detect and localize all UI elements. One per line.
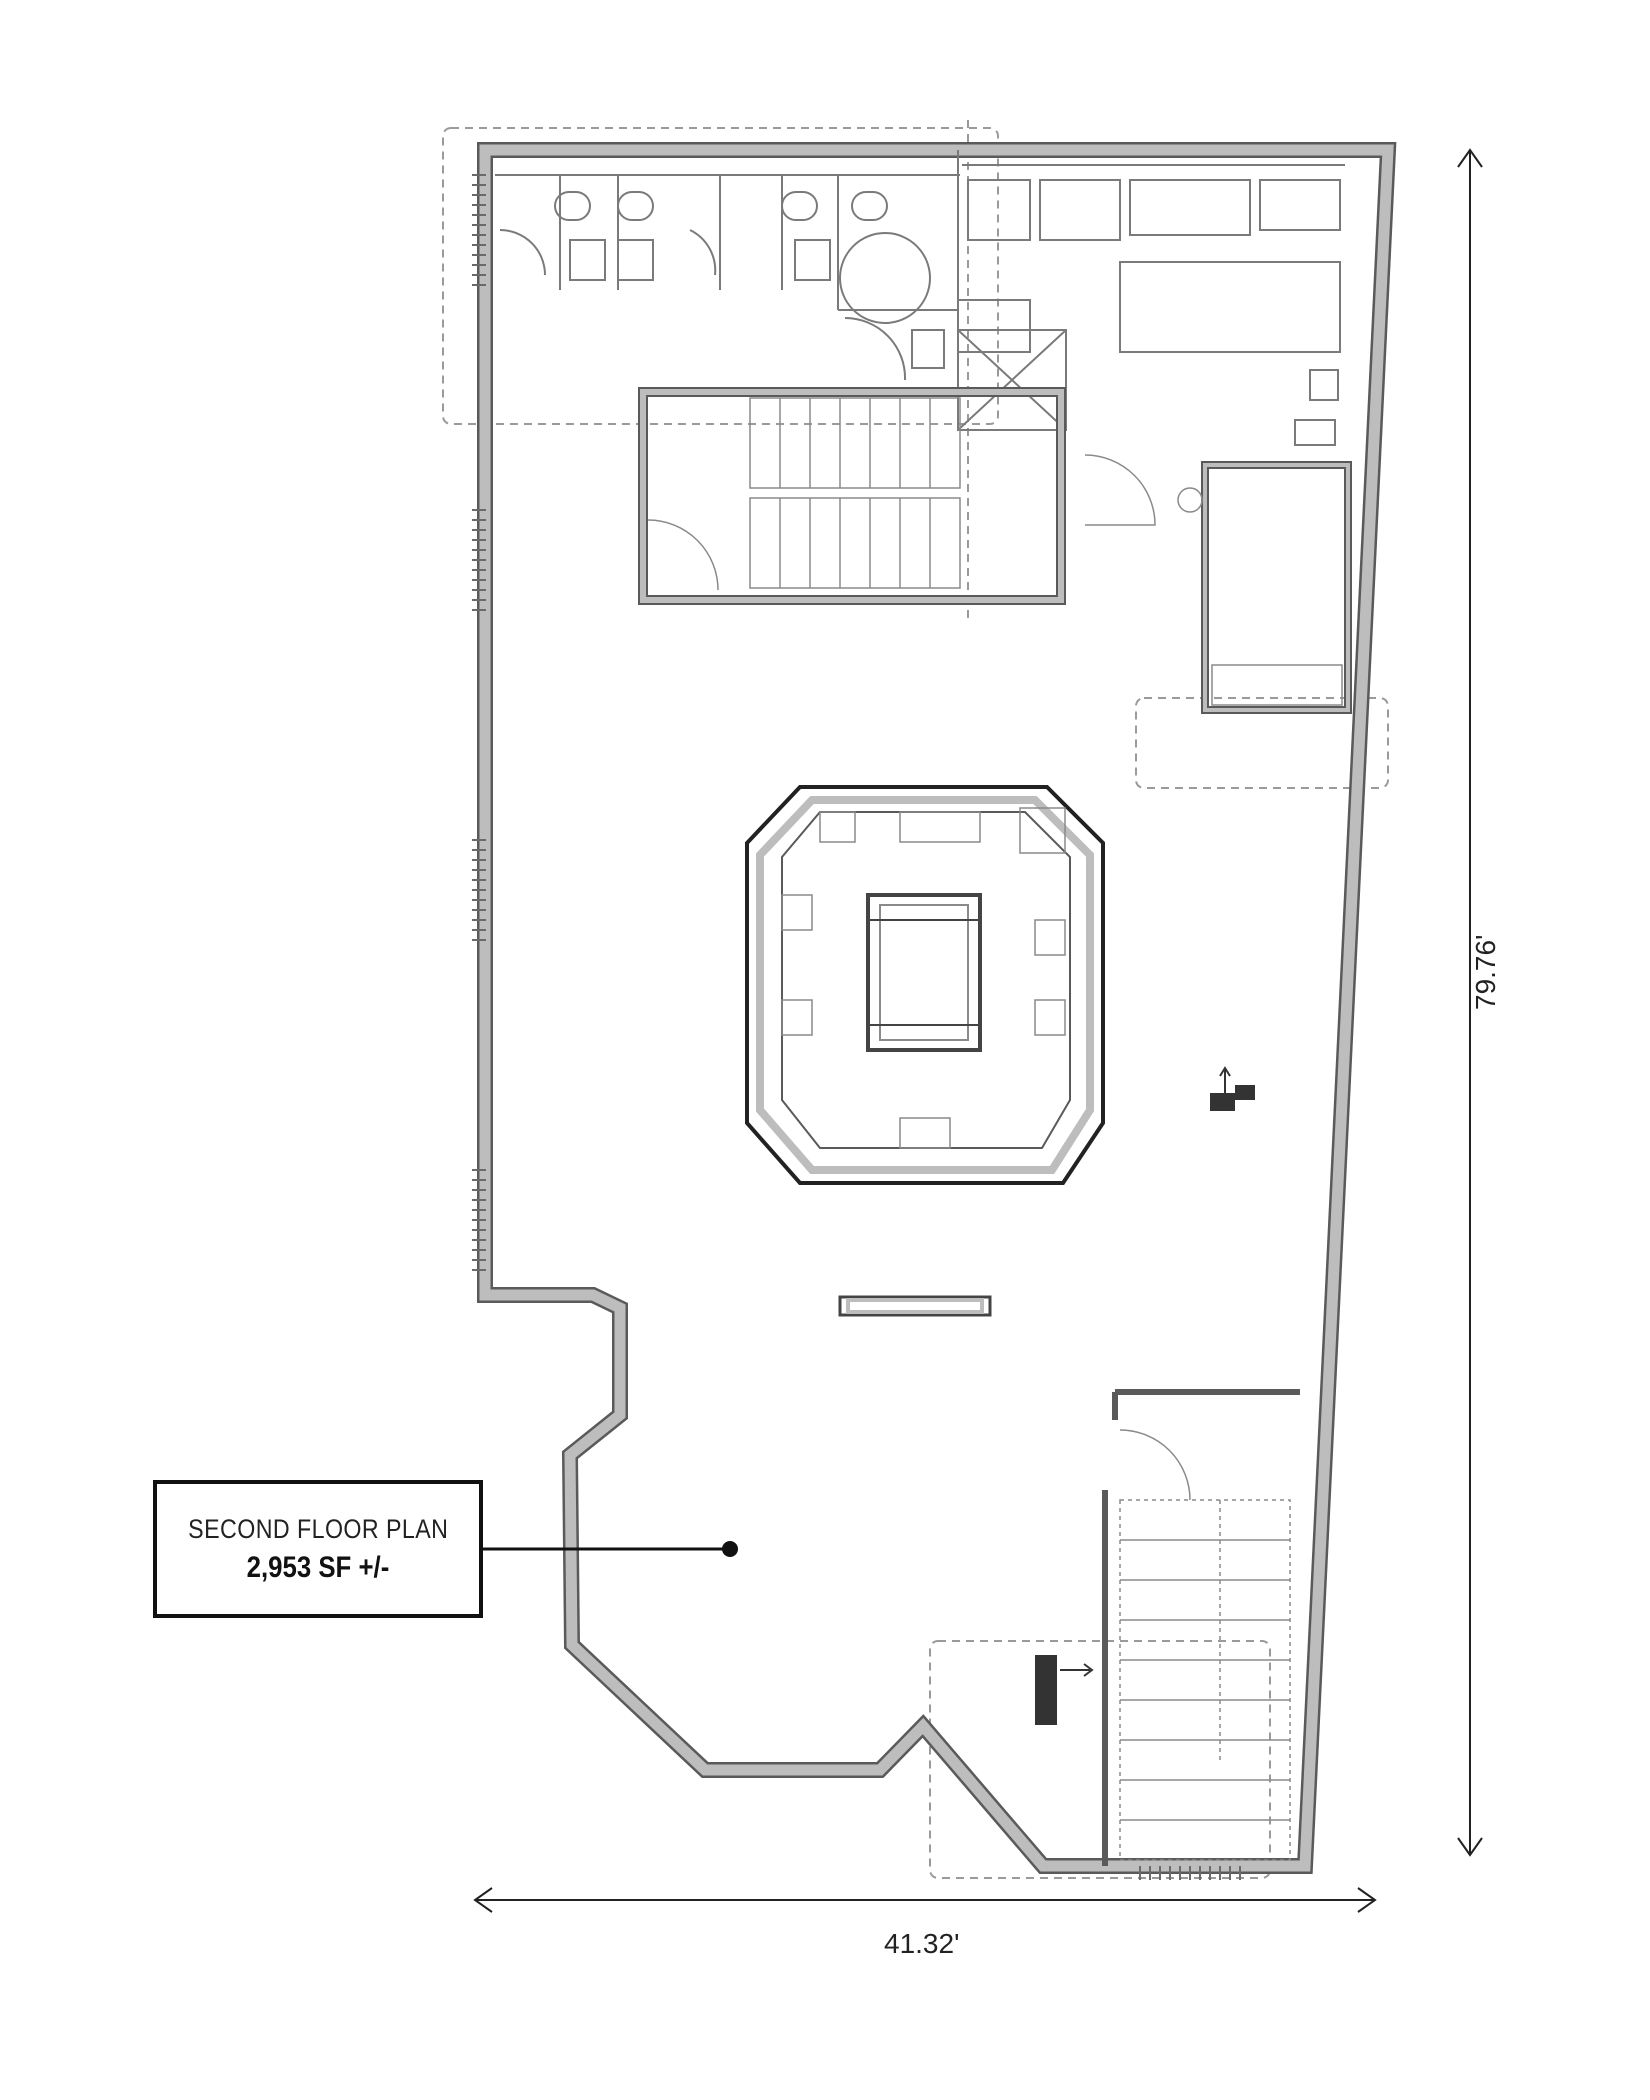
dashed-zone-restrooms (442, 127, 999, 425)
dimension-lines (473, 148, 1483, 1913)
bench (838, 1295, 992, 1317)
dashed-zone-east (1135, 697, 1389, 789)
depth-dimension-label: 79.76' (1470, 934, 1501, 1010)
exit-marker (1035, 1655, 1094, 1725)
west-window-ticks (472, 174, 486, 1271)
floor-area: 2,953 SF +/- (246, 1550, 390, 1584)
floor-label-box: SECOND FLOOR PLAN 2,953 SF +/- (153, 1480, 483, 1618)
kitchen (957, 164, 1345, 446)
area-leader (483, 1541, 738, 1557)
restrooms (495, 150, 960, 390)
stair-up-marker (1210, 1066, 1255, 1111)
dashed-zones (442, 120, 1389, 1879)
stair-core-south (1102, 1389, 1300, 1866)
shaft-east (1177, 461, 1352, 714)
exterior-wall (477, 142, 1397, 1874)
dashed-zone-southeast (929, 1640, 1271, 1879)
width-dimension-label: 41.32' (884, 1928, 960, 1959)
bottom-grate-ticks (1139, 1866, 1241, 1880)
stair-core-north (638, 387, 1156, 605)
floor-plan-title: SECOND FLOOR PLAN (187, 1513, 449, 1544)
central-bar-island (745, 785, 1105, 1185)
